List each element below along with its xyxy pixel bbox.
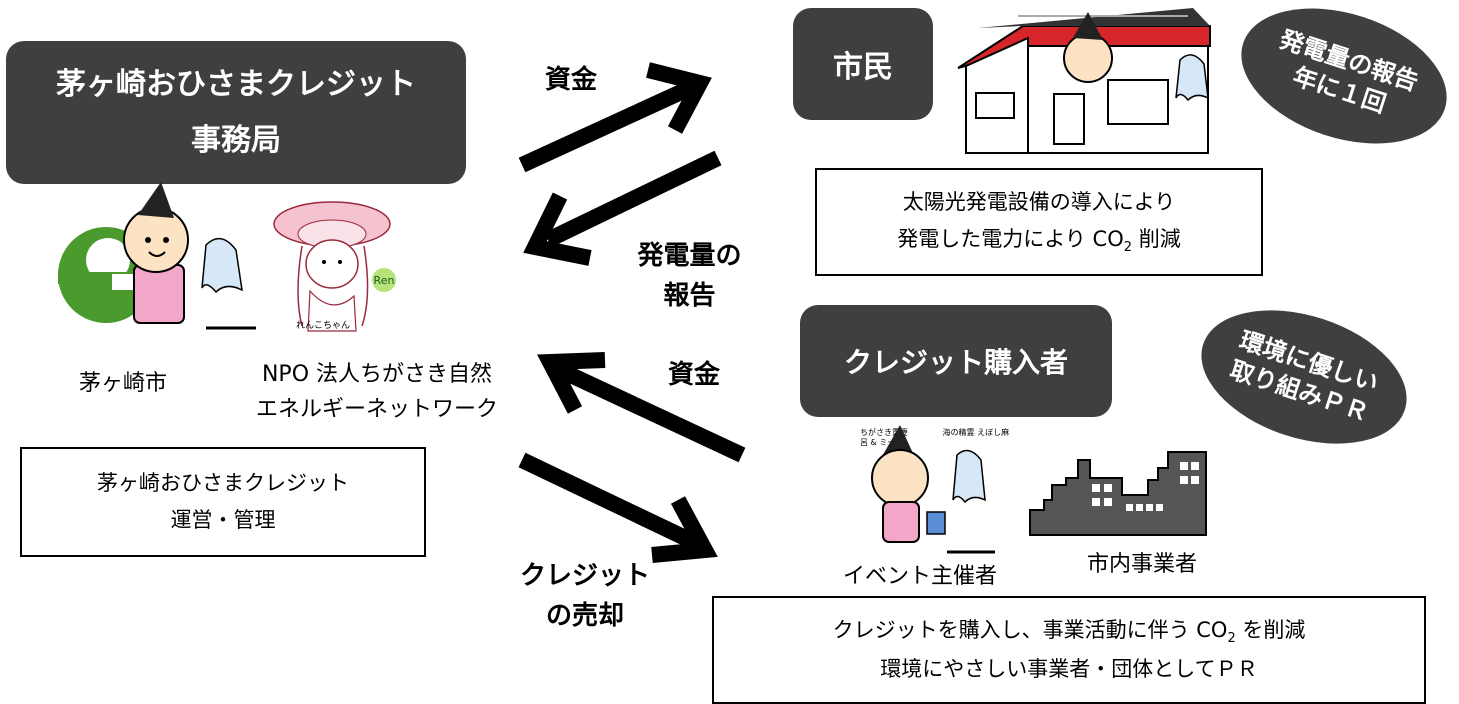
sale-label: クレジット の売却	[500, 556, 670, 637]
secretariat-note-line1: 茅ヶ崎おひさまクレジット	[97, 471, 349, 496]
purchaser-note-line1: クレジットを購入し、事業活動に伴う CO2 を削減	[833, 612, 1306, 651]
secretariat-line1: 茅ヶ崎おひさまクレジット	[56, 67, 416, 102]
npo-mascot-caption: れんこちゃん	[296, 321, 351, 331]
mascot-caption: ちがさき重要 海の精霊 えぼし麻呂 & ミーナ	[860, 428, 1010, 448]
sale-label-line1: クレジット	[519, 561, 650, 591]
npo-label: NPO 法人ちがさき自然 エネルギーネットワーク	[222, 357, 532, 427]
report-label: 発電量の 報告	[622, 236, 757, 317]
citizen-note-line2: 発電した電力により CO2 削減	[897, 221, 1180, 260]
citizen-note-line2-text: 発電した電力により CO	[897, 226, 1124, 251]
arrow-funds-to-citizen	[518, 62, 712, 173]
secretariat-line2: 事務局	[191, 122, 281, 158]
purchaser-note-line1-text: クレジットを購入し、事業活動に伴う CO	[832, 618, 1228, 643]
ren-logo-icon	[372, 268, 396, 292]
purchaser-note-box: クレジットを購入し、事業活動に伴う CO2 を削減 環境にやさしい事業者・団体と…	[712, 596, 1426, 704]
event-organizer-label: イベント主催者	[842, 564, 997, 589]
local-business-label: 市内事業者	[1086, 552, 1197, 577]
factory-illustration	[1029, 451, 1207, 536]
purchaser-note-line2: 環境にやさしい事業者・団体としてＰＲ	[880, 657, 1258, 682]
sale-label-line2: の売却	[545, 601, 624, 632]
purchaser-box: クレジット購入者	[800, 305, 1112, 417]
npo-mascot-illustration: Ren	[273, 201, 396, 332]
purchaser-note-line1-suffix: を削減	[1235, 618, 1306, 643]
city-label: 茅ヶ崎市	[78, 371, 167, 396]
report-label-line2: 報告	[663, 281, 716, 312]
purchaser-note-subscript: 2	[1227, 631, 1236, 647]
arrow-credit-sale	[518, 452, 718, 563]
citizen-note-box: 太陽光発電設備の導入により 発電した電力により CO2 削減	[815, 168, 1263, 276]
npo-logo-text: Ren	[374, 274, 395, 287]
npo-label-line1: NPO 法人ちがさき自然	[261, 362, 493, 387]
event-mascot-illustration	[871, 425, 995, 554]
secretariat-box: 茅ヶ崎おひさまクレジット 事務局	[6, 41, 466, 184]
citizen-box: 市民	[793, 8, 933, 120]
secretariat-note-box: 茅ヶ崎おひさまクレジット 運営・管理	[20, 447, 426, 557]
npo-label-line2: エネルギーネットワーク	[255, 397, 498, 423]
citizen-note-subscript: 2	[1123, 240, 1133, 256]
funds-bottom-label: 資金	[668, 360, 721, 390]
citizen-note-line1: 太陽光発電設備の導入により	[902, 190, 1176, 215]
arrow-funds-to-secretariat	[537, 352, 746, 463]
arrow-report-to-secretariat	[523, 150, 722, 266]
report-label-line1: 発電量の	[637, 241, 742, 271]
secretariat-note-line2: 運営・管理	[170, 508, 276, 532]
citizen-note-line2-suffix: 削減	[1132, 226, 1181, 251]
city-mascot-illustration	[58, 182, 256, 330]
funds-top-label: 資金	[545, 65, 598, 95]
house-illustration	[957, 8, 1211, 154]
